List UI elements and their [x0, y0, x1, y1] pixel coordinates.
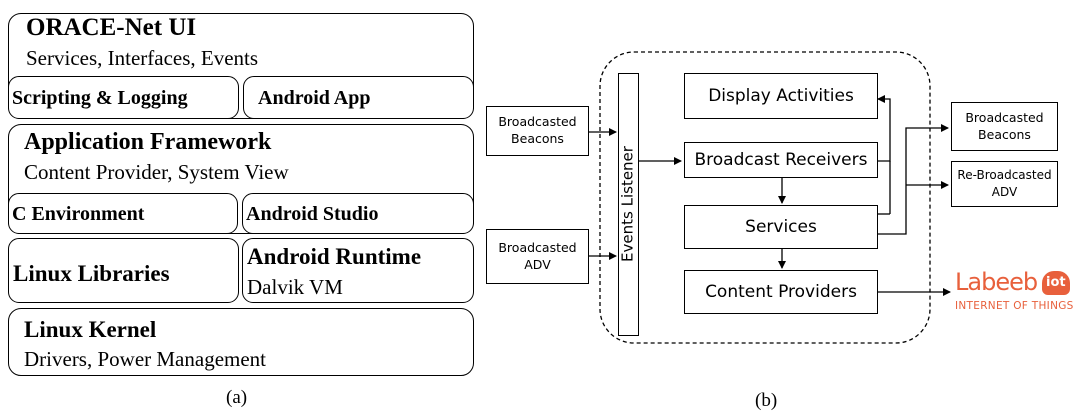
- linux-kernel-title: Linux Kernel: [24, 317, 157, 342]
- input-broadcasted-beacons: Broadcasted Beacons: [486, 106, 589, 156]
- labeeb-iot-logo: Labeeb iot INTERNET OF THINGS: [954, 268, 1075, 316]
- linux-kernel-layer: [8, 308, 474, 376]
- android-app-box: [243, 76, 474, 119]
- application-framework-subtitle: Content Provider, System View: [24, 160, 289, 184]
- scripting-logging-label: Scripting & Logging: [12, 87, 188, 109]
- arrow-services-to-output-beacons: [878, 124, 949, 235]
- output-beacons-line2: Beacons: [978, 126, 1031, 142]
- output-adv-line2: ADV: [991, 185, 1018, 199]
- output-rebroadcasted-adv: Re-Broadcasted ADV: [951, 161, 1058, 207]
- output-adv-line1: Re-Broadcasted: [957, 168, 1052, 183]
- scripting-logging-box: [8, 76, 239, 119]
- android-runtime-box: [242, 238, 474, 303]
- output-beacons-line1: Broadcasted: [965, 109, 1044, 125]
- events-listener-label: Events Listener: [618, 146, 637, 262]
- android-runtime-title: Android Runtime: [247, 244, 422, 269]
- android-app-label: Android App: [258, 87, 371, 109]
- linux-libraries-label: Linux Libraries: [13, 261, 170, 286]
- input-broadcasted-adv: Broadcasted ADV: [486, 229, 589, 284]
- linux-kernel-subtitle: Drivers, Power Management: [24, 347, 267, 371]
- android-studio-label: Android Studio: [246, 203, 379, 225]
- events-listener-box: [618, 73, 639, 336]
- android-runtime-subtitle: Dalvik VM: [247, 275, 343, 299]
- display-activities-box: Display Activities: [684, 73, 878, 119]
- input-beacons-line2: Beacons: [511, 131, 564, 146]
- c-environment-box: [8, 193, 238, 234]
- services-box: Services: [684, 205, 878, 249]
- android-studio-box: [242, 193, 474, 234]
- broadcast-receivers-label: Broadcast Receivers: [694, 150, 868, 170]
- labeeb-iot-badge: [1042, 271, 1070, 295]
- input-adv-line1: Broadcasted: [498, 239, 577, 255]
- input-beacons-line1: Broadcasted: [498, 114, 577, 130]
- linux-libraries-box: [8, 238, 239, 303]
- caption-a: (a): [226, 387, 248, 408]
- output-broadcasted-beacons: Broadcasted Beacons: [951, 102, 1058, 151]
- labeeb-tagline: INTERNET OF THINGS: [955, 300, 1074, 312]
- oracenet-ui-title: ORACE-Net UI: [26, 14, 197, 41]
- oracenet-ui-subtitle: Services, Interfaces, Events: [26, 46, 259, 70]
- caption-b: (b): [755, 390, 778, 411]
- display-activities-label: Display Activities: [708, 86, 854, 106]
- services-label: Services: [745, 217, 817, 237]
- arrow-to-display-activities: [876, 95, 891, 162]
- input-adv-line2: ADV: [524, 256, 551, 272]
- labeeb-iot-badge-text: iot: [1046, 275, 1066, 290]
- application-framework-title: Application Framework: [24, 129, 272, 155]
- c-environment-label: C Environment: [12, 203, 145, 225]
- content-providers-box: Content Providers: [684, 270, 878, 314]
- broadcast-receivers-box: Broadcast Receivers: [684, 142, 878, 178]
- device-boundary: [599, 51, 931, 344]
- labeeb-wordmark: Labeeb: [955, 268, 1038, 296]
- content-providers-label: Content Providers: [705, 282, 857, 302]
